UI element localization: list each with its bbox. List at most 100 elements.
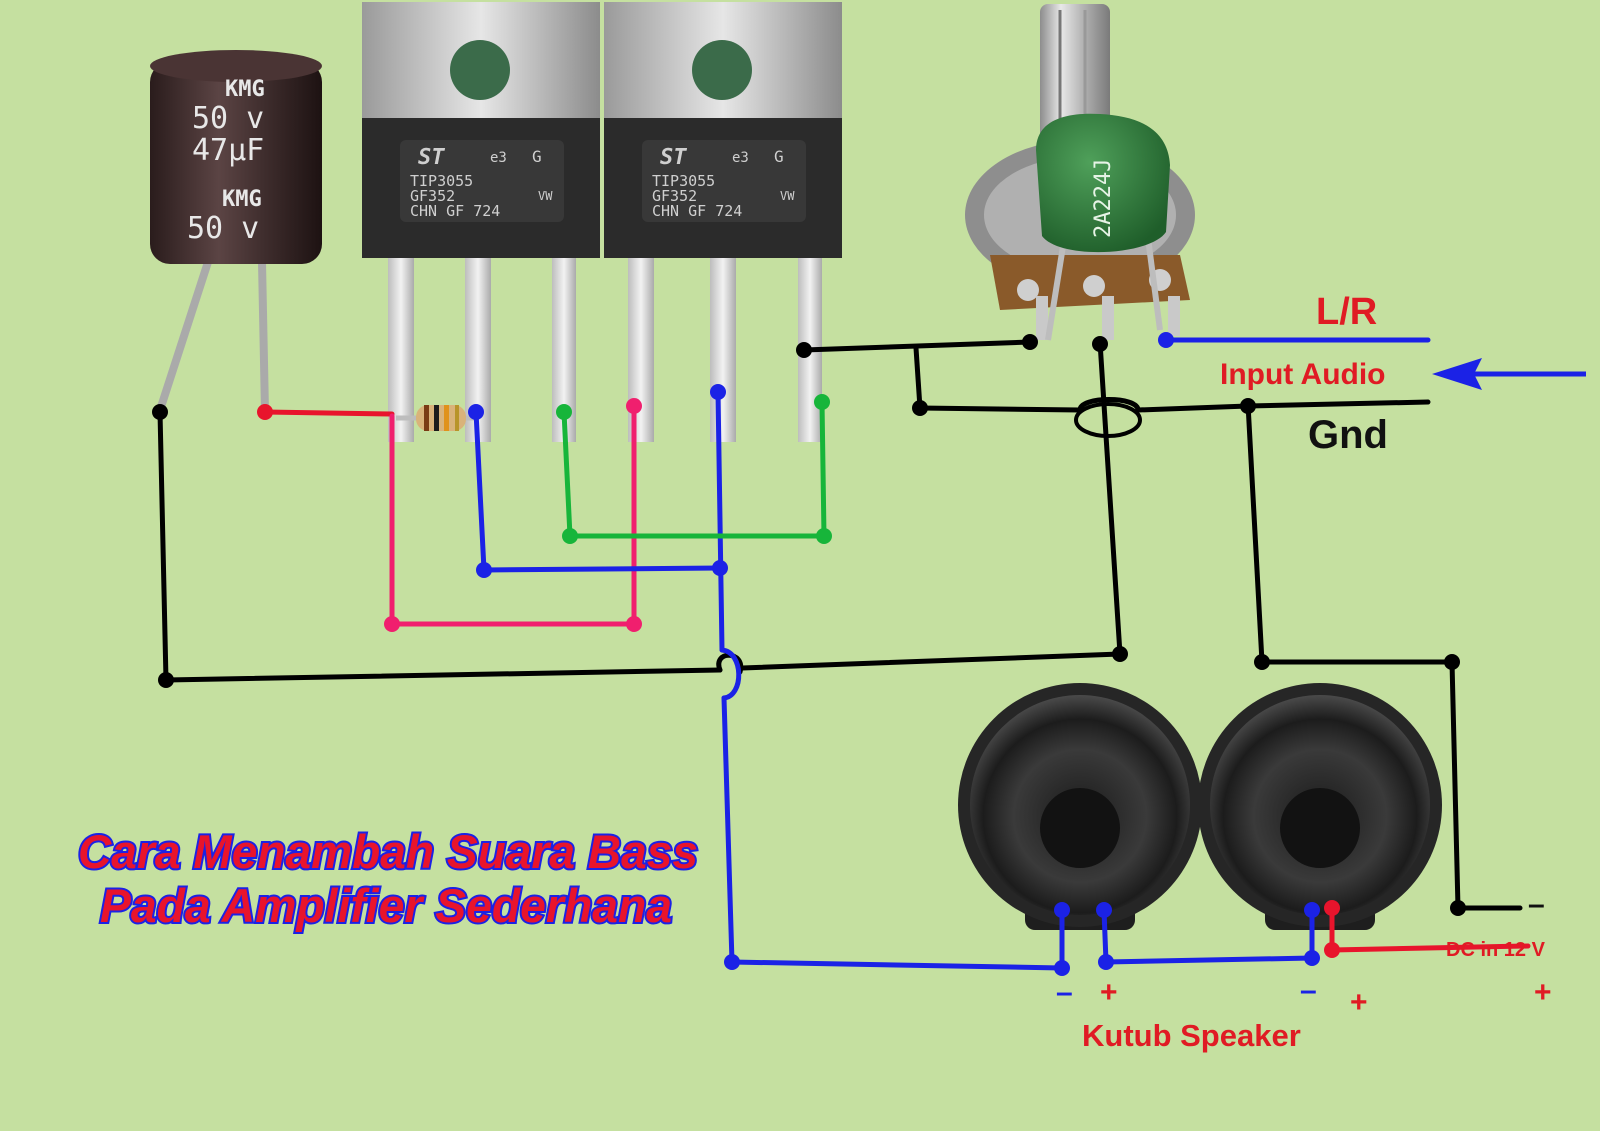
- junction-dot: [468, 404, 484, 420]
- transistor-1-mount-hole: [450, 40, 510, 100]
- transistor-2-leg-c: [710, 258, 736, 442]
- transistor-1-part: TIP3055: [410, 172, 473, 190]
- transistor-1-grade: G: [532, 147, 542, 166]
- speaker-2-minus-sign: –: [1300, 974, 1317, 1007]
- capacitor-top: [150, 50, 322, 82]
- film-capacitor-lead-right: [1145, 237, 1163, 331]
- transistor-1-print-area: [400, 140, 564, 222]
- title-line-2: Pada Amplifier Sederhana: [100, 879, 672, 932]
- capacitor-lead-left: [156, 260, 212, 412]
- label-kutub-speaker: Kutub Speaker: [1082, 1018, 1301, 1053]
- junction-dot: [1444, 654, 1460, 670]
- capacitor-body: [150, 62, 322, 264]
- junction-dot: [476, 562, 492, 578]
- transistor-1-leg-b: [388, 258, 414, 442]
- junction-dot: [1054, 902, 1070, 918]
- potentiometer-pin-middle: [1102, 296, 1114, 340]
- junction-dot: [1240, 398, 1256, 414]
- film-capacitor-lead-left: [1045, 239, 1067, 341]
- film-capacitor: 2A224J: [1036, 113, 1170, 341]
- speaker-1-plus-sign: +: [1100, 976, 1118, 1009]
- input-arrow: [1432, 358, 1586, 390]
- label-dc-in: DC in 12 V: [1446, 939, 1546, 961]
- title-line-1: Cara Menambah Suara Bass: [78, 825, 698, 878]
- capacitor-brand: KMG: [225, 77, 265, 102]
- resistor-band-4: [455, 405, 459, 431]
- junction-dot: [1092, 336, 1108, 352]
- transistor-2-print-area: [642, 140, 806, 222]
- speaker-2: [1198, 683, 1442, 930]
- junction-dot: [712, 560, 728, 576]
- transistor-2-origin: CHN GF 724: [652, 202, 742, 220]
- wire-black-gnd-input: [1135, 399, 1431, 413]
- speaker-2-dust-cap: [1280, 788, 1360, 868]
- transistor-2-vw: VW: [780, 189, 795, 203]
- junction-dot: [724, 954, 740, 970]
- speaker-1-dust-cap: [1040, 788, 1120, 868]
- junction-dot: [1054, 960, 1070, 976]
- film-capacitor-code: 2A224J: [1091, 159, 1116, 238]
- wire-blue-collector-1: [473, 409, 723, 573]
- junction-dot: [152, 404, 168, 420]
- junction-dot: [1098, 954, 1114, 970]
- junction-dot: [796, 342, 812, 358]
- dc-plus-sign: +: [1534, 976, 1552, 1009]
- junction-dot: [626, 616, 642, 632]
- transistor-1-vw: VW: [538, 189, 553, 203]
- wire-crossing-jumper: [1074, 402, 1142, 438]
- junction-dot: [1096, 902, 1112, 918]
- transistor-2: ST e3 G TIP3055 GF352 VW CHN GF 724: [604, 2, 842, 442]
- junction-dot: [912, 400, 928, 416]
- capacitor-voltage-lower: 50 v: [187, 211, 259, 246]
- transistor-1-origin: CHN GF 724: [410, 202, 500, 220]
- junction-dot: [1450, 900, 1466, 916]
- resistor-band-1: [424, 405, 429, 431]
- wire-blue-speaker: [721, 695, 1065, 971]
- dc-minus-sign: –: [1528, 888, 1545, 921]
- junction-dot: [816, 528, 832, 544]
- wire-blue-collector-2: [715, 389, 725, 653]
- junction-dot: [1112, 646, 1128, 662]
- resistor: [396, 405, 476, 431]
- label-lr: L/R: [1316, 291, 1377, 333]
- wire-blue-jumper: [719, 647, 742, 701]
- junction-dot: [710, 384, 726, 400]
- potentiometer-rivet: [1083, 275, 1105, 297]
- wire-black-jumper-gnd: [1077, 397, 1141, 413]
- capacitor-brand-lower: KMG: [222, 187, 262, 212]
- transistor-2-lot: GF352: [652, 187, 697, 205]
- label-input-audio: Input Audio: [1220, 358, 1386, 391]
- potentiometer-pin-right: [1168, 296, 1180, 336]
- transistor-1: ST e3 G TIP3055 GF352 VW CHN GF 724: [362, 2, 600, 442]
- transistor-1-lot: GF352: [410, 187, 455, 205]
- transistor-2-part: TIP3055: [652, 172, 715, 190]
- speaker-1: [958, 683, 1202, 930]
- electrolytic-capacitor: KMG 50 v 47µF KMG 50 v: [150, 50, 322, 413]
- junction-dot: [384, 616, 400, 632]
- transistor-2-mount-hole: [692, 40, 752, 100]
- junction-dots: [152, 332, 1466, 976]
- junction-dot: [158, 672, 174, 688]
- input-arrow-icon: [1432, 358, 1482, 390]
- wire-red-capacitor: [262, 409, 395, 417]
- transistor-1-e3: e3: [490, 150, 507, 166]
- capacitor-voltage: 50 v: [192, 101, 264, 136]
- junction-dot: [1254, 654, 1270, 670]
- transistor-2-e3: e3: [732, 150, 749, 166]
- label-gnd: Gnd: [1308, 413, 1388, 457]
- junction-dot: [1022, 334, 1038, 350]
- wire-pink-bases: [389, 403, 637, 627]
- potentiometer-rivet: [1017, 279, 1039, 301]
- junction-dot: [562, 528, 578, 544]
- speaker-1-minus-sign: –: [1056, 976, 1073, 1009]
- film-capacitor-body: [1036, 113, 1170, 253]
- capacitor-capacitance: 47µF: [192, 133, 264, 168]
- junction-dot: [1324, 900, 1340, 916]
- speaker-2-plus-sign: +: [1350, 986, 1368, 1019]
- resistor-band-2: [434, 405, 439, 431]
- junction-dot: [556, 404, 572, 420]
- junction-dot: [1304, 950, 1320, 966]
- wire-blue-speaker-series: [1101, 907, 1315, 965]
- junction-dot: [814, 394, 830, 410]
- wire-green-emitters: [561, 399, 827, 539]
